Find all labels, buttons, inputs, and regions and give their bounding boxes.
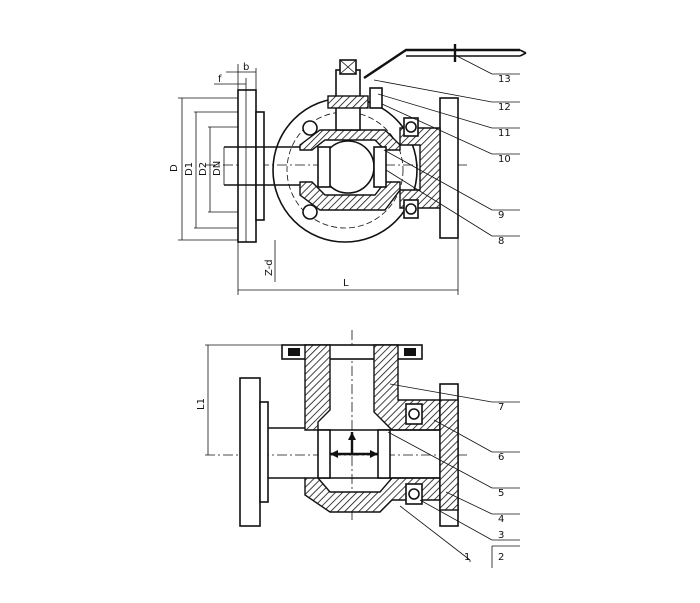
part-label-6: 6 <box>498 452 504 463</box>
part-label-3: 3 <box>498 530 504 541</box>
top-bolt-2 <box>302 204 318 220</box>
bottom-body-left-wall <box>304 344 331 431</box>
bottom-seat-left <box>317 429 331 479</box>
dim-D2-label: D2 <box>198 162 209 176</box>
top-left-flange-neck <box>255 111 265 221</box>
top-handle-boss <box>369 87 383 109</box>
part-label-4: 4 <box>498 514 504 525</box>
top-left-flange <box>237 89 257 243</box>
bottom-left-flange <box>239 377 261 527</box>
dim-L1-label: L1 <box>196 398 207 410</box>
top-body-section-lower <box>299 181 401 211</box>
dim-D-label: D <box>169 164 180 172</box>
part-label-1: 1 <box>464 552 470 563</box>
dim-D1-label: D1 <box>184 162 195 176</box>
top-gland <box>327 95 369 109</box>
top-view: D D1 D2 DN b f Z-d L 13 12 11 <box>169 44 527 295</box>
part-label-9: 9 <box>498 210 504 221</box>
bottom-view: L1 7 6 5 4 3 1 2 <box>196 330 520 568</box>
top-seat-right <box>373 146 387 188</box>
bottom-seat-right <box>377 429 391 479</box>
dim-L-label: L <box>343 278 349 289</box>
part-label-5: 5 <box>498 488 504 499</box>
dim-b-label: b <box>243 62 249 73</box>
top-seat-left <box>317 146 331 188</box>
top-right-body <box>399 127 441 209</box>
part-label-10: 10 <box>498 154 511 165</box>
dim-DN-label: DN <box>212 161 223 176</box>
bottom-left-flange-neck <box>259 401 269 503</box>
dim-f-label: f <box>218 74 222 85</box>
top-bolt-1 <box>302 120 318 136</box>
part-label-7: 7 <box>498 402 504 413</box>
bottom-top-flange <box>281 344 423 360</box>
top-handle-lever <box>363 48 520 79</box>
dim-zd-label: Z-d <box>264 259 275 276</box>
part-label-11: 11 <box>498 128 511 139</box>
top-right-flange <box>439 97 459 239</box>
part-label-2: 2 <box>498 552 504 563</box>
part-label-13: 13 <box>498 74 511 85</box>
part-label-8: 8 <box>498 236 504 247</box>
part-label-12: 12 <box>498 102 511 113</box>
